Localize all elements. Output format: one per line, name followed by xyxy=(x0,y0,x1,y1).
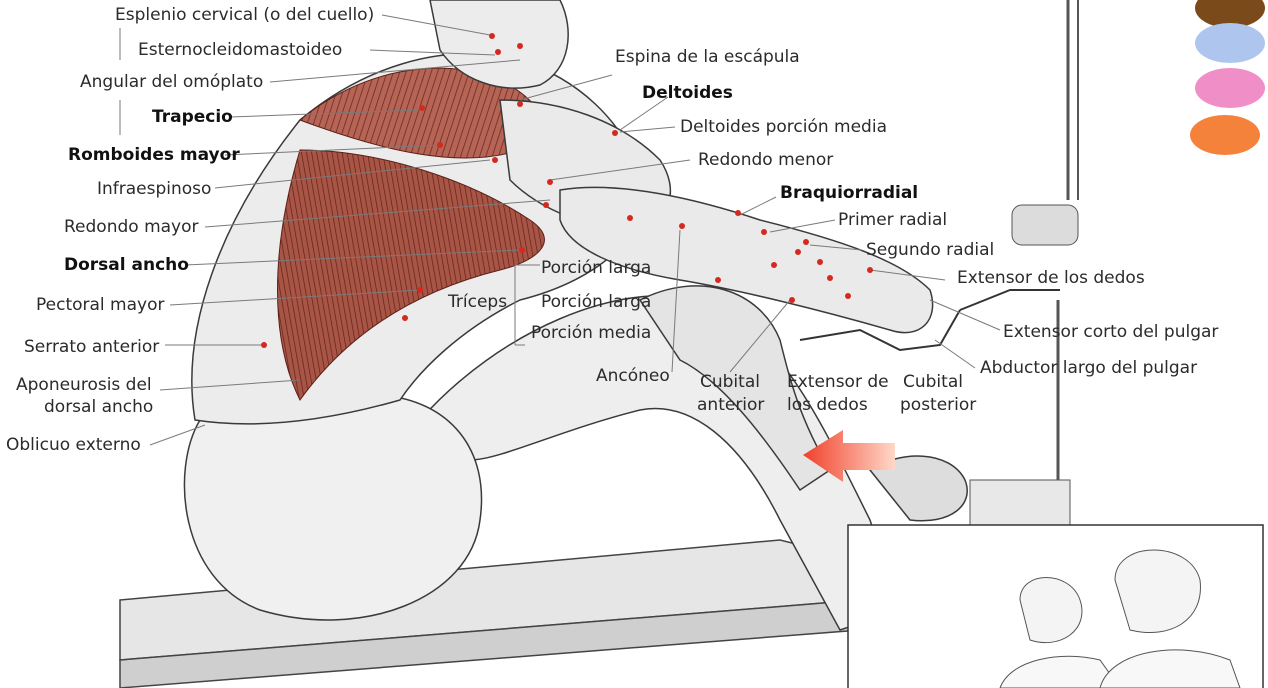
label-romboides: Romboides mayor xyxy=(68,145,240,165)
label-espina: Espina de la escápula xyxy=(615,47,800,67)
cable-machine xyxy=(970,0,1078,525)
label-cubital-posterior-2: posterior xyxy=(900,395,976,415)
label-extensor-dedos: Extensor de los dedos xyxy=(957,268,1145,288)
hip xyxy=(184,394,481,620)
label-trapecio: Trapecio xyxy=(152,107,233,127)
legend-swatch-blue xyxy=(1195,23,1265,63)
label-redondo-menor: Redondo menor xyxy=(698,150,833,170)
label-deltoides-media: Deltoides porción media xyxy=(680,117,887,137)
label-anconeo: Ancóneo xyxy=(596,366,670,386)
inset-sketch xyxy=(848,525,1263,688)
label-primer-radial: Primer radial xyxy=(838,210,947,230)
label-angular: Angular del omóplato xyxy=(80,72,263,92)
label-braquiorradial: Braquiorradial xyxy=(780,183,918,203)
label-oblicuo: Oblicuo externo xyxy=(6,435,141,455)
label-segundo-radial: Segundo radial xyxy=(866,240,994,260)
label-extensor-corto: Extensor corto del pulgar xyxy=(1003,322,1218,342)
label-abductor: Abductor largo del pulgar xyxy=(980,358,1197,378)
label-porcion-media: Porción media xyxy=(531,323,651,343)
label-cubital-posterior-1: Cubital xyxy=(903,372,963,392)
label-dorsal-ancho: Dorsal ancho xyxy=(64,255,189,275)
label-infraespinoso: Infraespinoso xyxy=(97,179,211,199)
label-cubital-anterior-2: anterior xyxy=(697,395,764,415)
legend-swatch-orange xyxy=(1190,115,1260,155)
label-redondo-mayor: Redondo mayor xyxy=(64,217,199,237)
label-aponeurosis-2: dorsal ancho xyxy=(44,397,153,417)
label-esplenio: Esplenio cervical (o del cuello) xyxy=(115,5,374,25)
label-aponeurosis-1: Aponeurosis del xyxy=(16,375,152,395)
label-cubital-anterior-1: Cubital xyxy=(700,372,760,392)
label-extensor-de-2: los dedos xyxy=(787,395,868,415)
label-extensor-de-1: Extensor de xyxy=(787,372,889,392)
label-porcion-larga-2: Porción larga xyxy=(541,292,651,312)
label-pectoral: Pectoral mayor xyxy=(36,295,164,315)
label-porcion-larga-1: Porción larga xyxy=(541,258,651,278)
label-triceps: Tríceps xyxy=(448,292,507,312)
label-esternocleidomastoideo: Esternocleidomastoideo xyxy=(138,40,342,60)
label-serrato: Serrato anterior xyxy=(24,337,159,357)
label-deltoides: Deltoides xyxy=(642,83,733,103)
legend-swatch-pink xyxy=(1195,68,1265,108)
